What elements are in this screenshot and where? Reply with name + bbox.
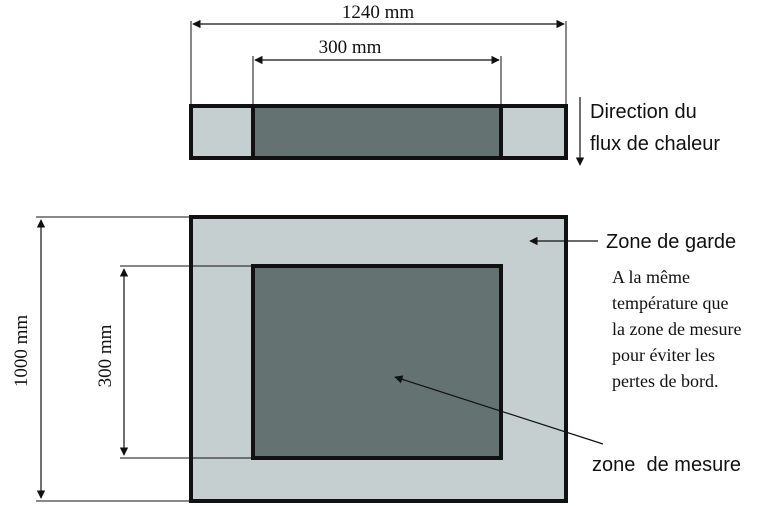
guard-note-line2: température que: [612, 293, 728, 313]
outer-height-label: 1000 mm: [11, 315, 32, 388]
guard-note-line3: la zone de mesure: [612, 319, 741, 339]
inner-height-label: 300 mm: [95, 324, 116, 387]
measure-zone-label: zone de mesure: [592, 454, 741, 476]
guard-note-line4: pour éviter les: [612, 345, 715, 365]
direction-label-line2: flux de chaleur: [590, 133, 720, 155]
section-measure-bar: [251, 104, 503, 160]
outer-width-label: 1240 mm: [342, 2, 415, 23]
inner-width-label: 300 mm: [319, 37, 382, 58]
measure-zone: [251, 264, 503, 460]
guard-note-line1: A la même: [612, 267, 690, 287]
measure-zone-pointer: [394, 375, 604, 445]
direction-label-line1: Direction du: [590, 101, 697, 123]
guard-zone-label: Zone de garde: [606, 231, 736, 253]
plan-view: 1000 mm 300 mm Zone de garde A la même t…: [11, 215, 741, 503]
section-view: 1240 mm 300 mm Direction du flux de chal…: [189, 2, 720, 166]
guard-note-line5: pertes de bord.: [612, 371, 718, 391]
